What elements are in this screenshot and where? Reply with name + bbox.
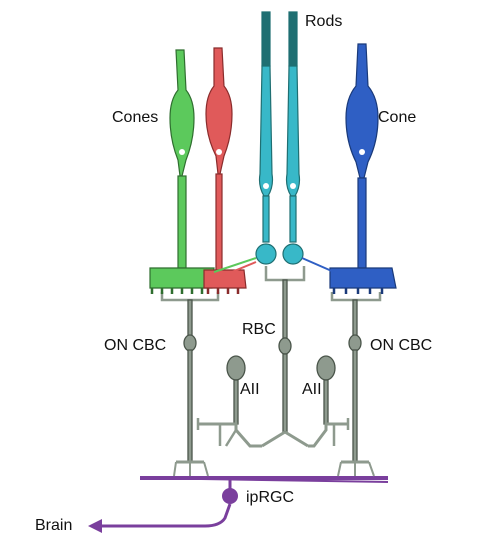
cones-label: Cones bbox=[112, 109, 159, 126]
aii-right-cell bbox=[308, 355, 350, 448]
rbc-cell bbox=[261, 266, 309, 448]
rbc-label: RBC bbox=[242, 321, 276, 338]
aii-right-label: AII bbox=[302, 381, 322, 398]
red-cone-cell bbox=[203, 47, 247, 294]
on-cbc-right-label: ON CBC bbox=[370, 337, 433, 354]
rods-label: Rods bbox=[305, 13, 343, 30]
iprgc-dendrite bbox=[139, 476, 389, 483]
rod-cone-gap-junctions bbox=[213, 257, 335, 277]
on-cbc-right-cell bbox=[330, 292, 382, 477]
cone-label: Cone bbox=[378, 109, 417, 126]
aii-left-label: AII bbox=[240, 381, 260, 398]
rod-right-cell bbox=[282, 11, 304, 265]
green-cone-cell bbox=[149, 49, 215, 294]
iprgc-cell bbox=[88, 480, 238, 533]
on-cbc-left-cell bbox=[160, 292, 220, 477]
on-cbc-left-label: ON CBC bbox=[104, 337, 167, 354]
aii-left-cell bbox=[196, 355, 262, 448]
rod-left-cell bbox=[255, 11, 277, 265]
blue-cone-cell bbox=[329, 43, 397, 294]
iprgc-label: ipRGC bbox=[246, 489, 295, 506]
brain-label: Brain bbox=[35, 517, 73, 534]
